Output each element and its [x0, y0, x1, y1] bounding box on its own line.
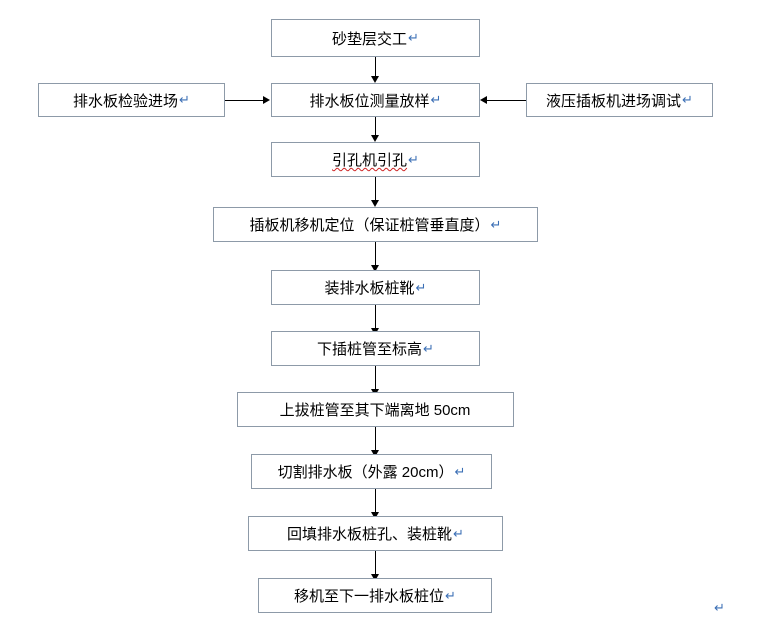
flow-node-cut-drain-board: 切割排水板（外露 20cm）↵: [251, 454, 492, 489]
flow-node-insert-to-elevation: 下插桩管至标高↵: [271, 331, 480, 366]
flow-node-label: 下插桩管至标高: [317, 341, 423, 358]
flow-node-label: 装排水板桩靴: [324, 280, 415, 297]
flow-node-drain-board-inspection: 排水板检验进场↵: [38, 83, 225, 117]
flow-node-pull-up-pipe: 上拔桩管至其下端离地 50cm: [237, 392, 514, 427]
flow-node-sand-cushion-handover: 砂垫层交工↵: [271, 19, 480, 57]
edge-line-n8-n9: [375, 366, 376, 391]
flow-node-install-shoe: 装排水板桩靴↵: [271, 270, 480, 305]
edge-line-n10-n11: [375, 489, 376, 514]
flow-node-pre-drilling: 引孔机引孔↵: [271, 142, 480, 177]
flow-node-move-to-next-position: 移机至下一排水板桩位↵: [258, 578, 492, 613]
edge-arrow-n5-n6: [371, 200, 379, 207]
flow-node-drain-board-survey: 排水板位测量放样↵: [271, 83, 480, 117]
edge-line-n7-n8: [375, 305, 376, 330]
flow-node-hydraulic-inserter-setup: 液压插板机进场调试↵: [526, 83, 713, 117]
paragraph-mark: ↵: [423, 340, 434, 356]
flow-node-backfill-and-install-shoe: 回填排水板桩孔、装桩靴↵: [248, 516, 503, 551]
paragraph-mark: ↵: [179, 92, 190, 107]
paragraph-mark: ↵: [454, 463, 466, 479]
flow-node-inserter-positioning: 插板机移机定位（保证桩管垂直度）↵: [213, 207, 538, 242]
paragraph-mark: ↵: [415, 279, 427, 295]
flow-node-label: 插板机移机定位（保证桩管垂直度）: [249, 217, 490, 234]
edge-arrow-n1-n2: [371, 76, 379, 83]
flow-node-label: 砂垫层交工: [332, 30, 408, 48]
edge-line-n6-n7: [375, 242, 376, 267]
paragraph-mark: ↵: [490, 216, 502, 232]
edge-arrow-n3-n2: [263, 96, 270, 104]
edge-arrow-n11-n12: [371, 574, 379, 581]
edge-arrow-n6-n7: [371, 265, 379, 272]
edge-line-n11-n12: [375, 551, 376, 576]
flow-node-label: 引孔机引孔: [332, 152, 408, 169]
edge-line-n9-n10: [375, 427, 376, 452]
paragraph-mark: ↵: [408, 151, 419, 167]
edge-line-n1-n2: [375, 57, 376, 78]
flow-node-label: 上拔桩管至其下端离地 50cm: [279, 402, 471, 419]
paragraph-mark: ↵: [408, 30, 419, 45]
edge-line-n3-n2: [225, 100, 264, 101]
paragraph-mark: ↵: [682, 92, 693, 107]
edge-line-n2-n5: [375, 117, 376, 137]
flow-node-label: 排水板检验进场: [73, 92, 179, 110]
flow-node-label: 回填排水板桩孔、装桩靴: [287, 526, 453, 543]
edge-line-n5-n6: [375, 177, 376, 202]
paragraph-mark: ↵: [430, 92, 442, 107]
edge-line-n4-n2: [487, 100, 526, 101]
flow-node-label: 液压插板机进场调试: [546, 92, 682, 110]
paragraph-mark: ↵: [453, 525, 464, 541]
edge-arrow-n10-n11: [371, 512, 379, 519]
edge-arrow-n4-n2: [480, 96, 487, 104]
flow-node-label: 移机至下一排水板桩位: [294, 588, 445, 605]
flow-node-label: 排水板位测量放样: [309, 92, 430, 110]
edge-arrow-n9-n10: [371, 450, 379, 457]
paragraph-mark: ↵: [445, 587, 456, 603]
flow-node-label: 切割排水板（外露 20cm）: [277, 464, 454, 481]
document-end-paragraph-mark: ↵: [714, 600, 725, 615]
edge-arrow-n2-n5: [371, 135, 379, 142]
